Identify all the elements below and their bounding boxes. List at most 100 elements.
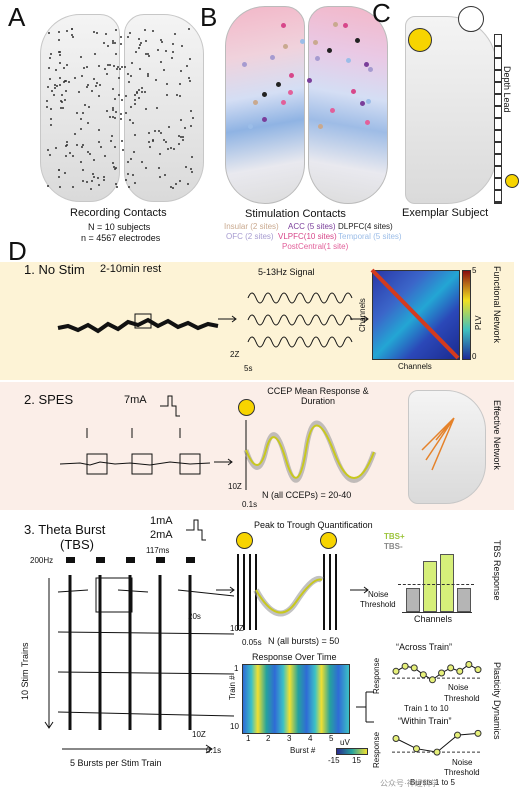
- contact-dot: [145, 107, 148, 110]
- data-point: [413, 745, 420, 753]
- contact-dot: [163, 138, 165, 141]
- contact-dot: [155, 106, 158, 109]
- contact-dot: [51, 90, 54, 93]
- contact-dot: [108, 63, 111, 66]
- contact-dot: [87, 121, 90, 124]
- contact-dot: [97, 94, 100, 97]
- contact-dot: [166, 93, 169, 96]
- stim-site-dot: [354, 37, 360, 43]
- contact-dot: [69, 151, 72, 154]
- contact-dot: [136, 92, 139, 95]
- contact-dot: [191, 116, 194, 119]
- heat-xtick-4: 4: [308, 734, 313, 743]
- contact-dot: [190, 167, 193, 170]
- stim-site-dot: [299, 38, 305, 44]
- contact-dot: [119, 42, 122, 45]
- contact-dot: [80, 146, 83, 149]
- contact-dot: [147, 75, 150, 78]
- heat-cbar-max: 15: [352, 756, 361, 765]
- ptt-title: Peak to Trough Quantification: [254, 520, 373, 530]
- contact-dot: [58, 31, 61, 34]
- ptt-marker-right: [320, 532, 337, 549]
- contact-dot: [151, 30, 154, 33]
- contact-dot: [71, 155, 74, 158]
- contact-dot: [97, 140, 100, 143]
- nostim-scale-t: 5s: [244, 364, 253, 373]
- legend-ofc: OFC (2 sites): [226, 232, 274, 241]
- contact-dot: [111, 88, 114, 91]
- data-point: [465, 661, 473, 668]
- within-title: “Within Train”: [398, 716, 452, 726]
- contact-dot: [159, 132, 162, 135]
- contact-dot: [130, 105, 133, 108]
- contact-dot: [106, 63, 109, 66]
- ccep-stim-marker: [238, 399, 255, 416]
- contact-dot: [46, 100, 48, 103]
- contact-dot: [144, 29, 147, 32]
- contact-dot: [99, 146, 102, 149]
- contact-dot: [91, 173, 94, 176]
- contact-dot: [61, 100, 64, 103]
- signal-label: 5-13Hz Signal: [258, 267, 315, 277]
- data-point: [474, 666, 482, 674]
- data-point: [438, 669, 446, 677]
- rest-eeg-trace: [57, 313, 219, 334]
- data-point: [454, 731, 461, 739]
- stim-site-dot: [366, 99, 372, 105]
- within-noise: Noise: [452, 758, 473, 767]
- effective-network-edges: [421, 417, 455, 471]
- contact-dot: [90, 179, 93, 182]
- data-point: [428, 676, 436, 684]
- contact-dot: [112, 109, 115, 112]
- contact-dot: [184, 127, 187, 130]
- heatmap-ylabel: Train #: [228, 675, 237, 700]
- contact-dot: [48, 31, 51, 34]
- contact-dot: [140, 87, 143, 90]
- cbar-max: 5: [472, 266, 477, 275]
- across-title: “Across Train”: [396, 642, 453, 652]
- contact-dot: [84, 103, 87, 106]
- contact-dot: [114, 28, 117, 31]
- contact-dot: [58, 54, 61, 57]
- stim-site-dot: [247, 124, 253, 130]
- contact-dot: [127, 186, 130, 189]
- stim-pulse-icon: [408, 28, 432, 52]
- contact-dot: [66, 63, 69, 66]
- contact-dot: [93, 31, 96, 34]
- spes-trace: [59, 428, 211, 475]
- contact-dot: [129, 158, 132, 161]
- contact-dot: [127, 36, 130, 39]
- contact-dot: [176, 94, 179, 97]
- stim-site-dot: [306, 77, 312, 83]
- matrix-xlabel: Channels: [398, 362, 432, 371]
- contact-dot: [148, 131, 151, 134]
- contact-dot: [118, 77, 121, 80]
- contact-dot: [50, 107, 53, 110]
- contact-dot: [86, 181, 88, 184]
- within-train-plot: [392, 729, 482, 756]
- contact-dot: [63, 67, 66, 70]
- contact-dot: [137, 89, 140, 92]
- contact-dot: [172, 187, 175, 190]
- arrow-tbs: [216, 586, 235, 594]
- contact-dot: [115, 53, 118, 56]
- recording-probe-icon: [458, 6, 484, 32]
- contact-dot: [50, 118, 53, 121]
- contact-dot: [46, 184, 49, 187]
- contact-dot: [158, 130, 161, 133]
- contact-dot: [62, 80, 65, 83]
- contact-dot: [181, 136, 184, 139]
- contact-dot: [65, 141, 68, 144]
- tbs-freq: 200Hz: [30, 556, 54, 565]
- contact-dot: [181, 138, 184, 141]
- contact-dot: [110, 135, 113, 138]
- contact-dot: [48, 153, 51, 156]
- spes-title: 2. SPES: [24, 392, 74, 407]
- contact-dot: [94, 85, 97, 88]
- ptt-response-plot: [237, 554, 337, 630]
- contact-dot: [111, 107, 114, 110]
- tbs-scale-z: 10Z: [192, 730, 206, 739]
- data-point: [392, 667, 400, 675]
- stim-site-dot: [252, 100, 258, 106]
- ccep-title: CCEP Mean Response & Duration: [267, 386, 369, 406]
